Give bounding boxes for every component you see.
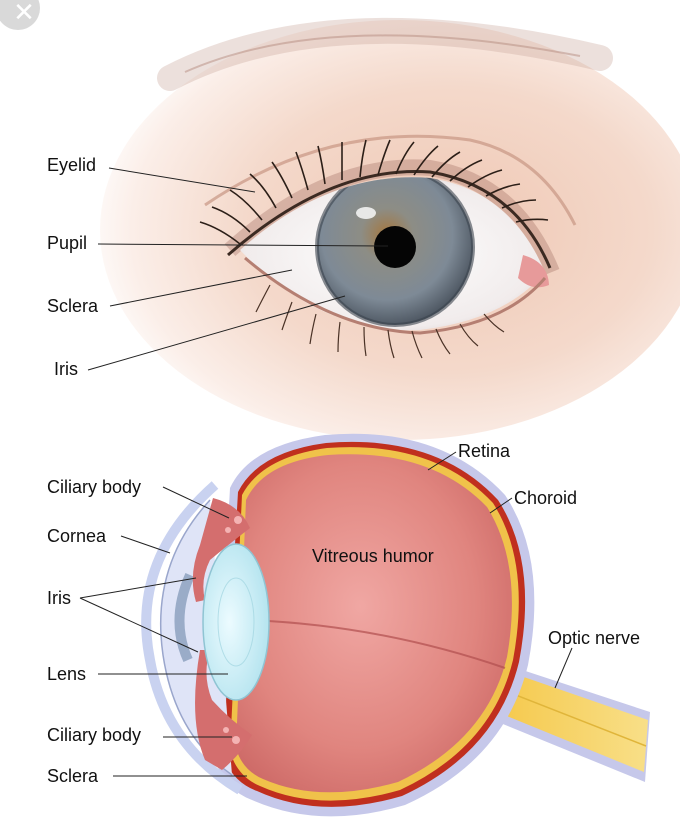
eye-cross-section — [141, 433, 650, 817]
eyebrow — [157, 17, 613, 91]
leader-lines — [79, 167, 573, 777]
leader-eyelid — [108, 167, 256, 193]
label-lens: Lens — [47, 664, 87, 684]
leader-retina — [427, 451, 457, 471]
label-iris-bottom: Iris — [47, 588, 71, 608]
label-sclera-bottom: Sclera — [47, 766, 99, 786]
label-retina: Retina — [458, 441, 511, 461]
cornea-shape — [141, 481, 243, 795]
upper-eyelashes — [199, 139, 549, 245]
close-button[interactable]: ✕ — [0, 0, 40, 30]
lower-eyelashes — [255, 284, 505, 359]
label-eyelid: Eyelid — [47, 155, 97, 175]
leader-iris-b — [79, 597, 199, 653]
label-ciliary-body-top: Ciliary body — [47, 477, 142, 497]
leader-iris-a — [79, 577, 197, 599]
leader-iris-top — [87, 295, 346, 371]
leader-optic-nerve — [554, 647, 573, 689]
close-icon: ✕ — [13, 0, 35, 27]
optic-nerve-shape — [492, 667, 648, 772]
lens-shape — [202, 543, 270, 701]
pupil-shape — [374, 226, 416, 268]
label-optic-nerve: Optic nerve — [548, 628, 641, 648]
label-iris-top: Iris — [54, 359, 78, 379]
leader-ciliary-top — [162, 486, 230, 519]
vitreous-humor-shape — [236, 454, 512, 793]
label-choroid: Choroid — [514, 488, 578, 508]
ciliary-body-top — [192, 498, 250, 602]
label-sclera-top: Sclera — [47, 296, 99, 316]
leader-cornea — [120, 535, 171, 554]
label-ciliary-body-bottom: Ciliary body — [47, 725, 142, 745]
label-pupil: Pupil — [47, 233, 88, 253]
caruncle — [518, 255, 549, 288]
leader-pupil — [97, 243, 389, 247]
eyebrow-line — [184, 34, 581, 73]
upper-lash-line — [227, 170, 552, 269]
lower-lid-line — [244, 256, 547, 335]
external-eye-illustration — [100, 17, 680, 440]
leader-sclera-top — [109, 269, 293, 307]
label-cornea: Cornea — [47, 526, 107, 546]
leader-choroid — [489, 497, 513, 514]
eye-highlight — [356, 207, 376, 219]
label-vitreous-humor: Vitreous humor — [312, 546, 434, 566]
